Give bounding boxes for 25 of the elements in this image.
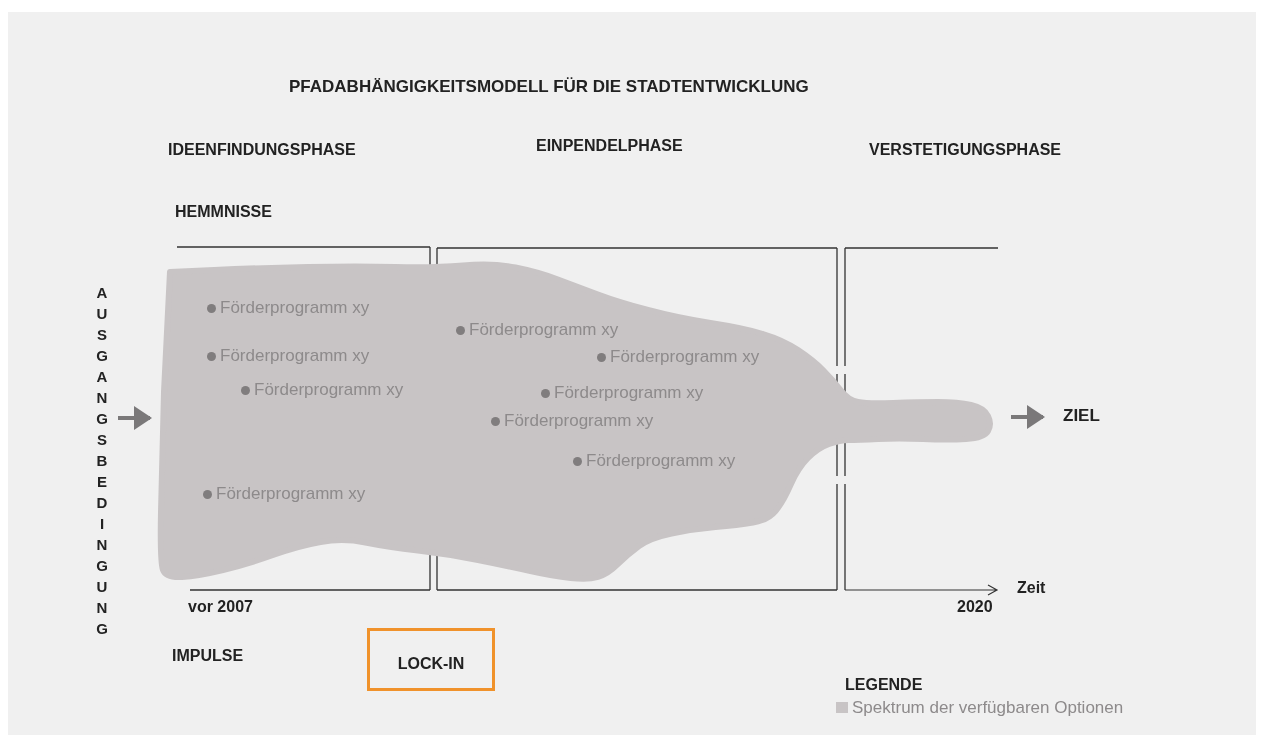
legend-title: LEGENDE	[845, 676, 923, 694]
phase-heading: VERSTETIGUNGSPHASE	[869, 141, 1062, 159]
goal-label: ZIEL	[1063, 406, 1100, 426]
program-item: Förderprogramm xy	[241, 380, 404, 400]
vertical-label: AUSGANGSBEDINGUNG	[96, 283, 108, 639]
axis-tick-label: vor 2007	[188, 598, 253, 616]
phase-heading: IDEENFINDUNGSPHASE	[168, 141, 356, 159]
program-item: Förderprogramm xy	[203, 484, 366, 504]
arrow	[1011, 405, 1045, 429]
program-item: Förderprogramm xy	[456, 320, 619, 340]
legend-text: Spektrum der verfügbaren Optionen	[852, 698, 1124, 718]
program-item: Förderprogramm xy	[541, 383, 704, 403]
program-item: Förderprogramm xy	[207, 298, 370, 318]
axis-tick-label: 2020	[957, 598, 993, 616]
row-label: IMPULSE	[172, 647, 244, 665]
program-item: Förderprogramm xy	[573, 451, 736, 471]
lock-in-box: LOCK-IN	[367, 628, 495, 691]
arrow	[118, 406, 152, 430]
axis-label: Zeit	[1017, 579, 1046, 597]
phase-heading: EINPENDELPHASE	[536, 137, 683, 155]
row-label: HEMMNISSE	[175, 203, 272, 221]
program-item: Förderprogramm xy	[597, 347, 760, 367]
program-item: Förderprogramm xy	[491, 411, 654, 431]
title: PFADABHÄNGIGKEITSMODELL FÜR DIE STADTENTWICKLUNG	[289, 77, 809, 97]
program-item: Förderprogramm xy	[207, 346, 370, 366]
